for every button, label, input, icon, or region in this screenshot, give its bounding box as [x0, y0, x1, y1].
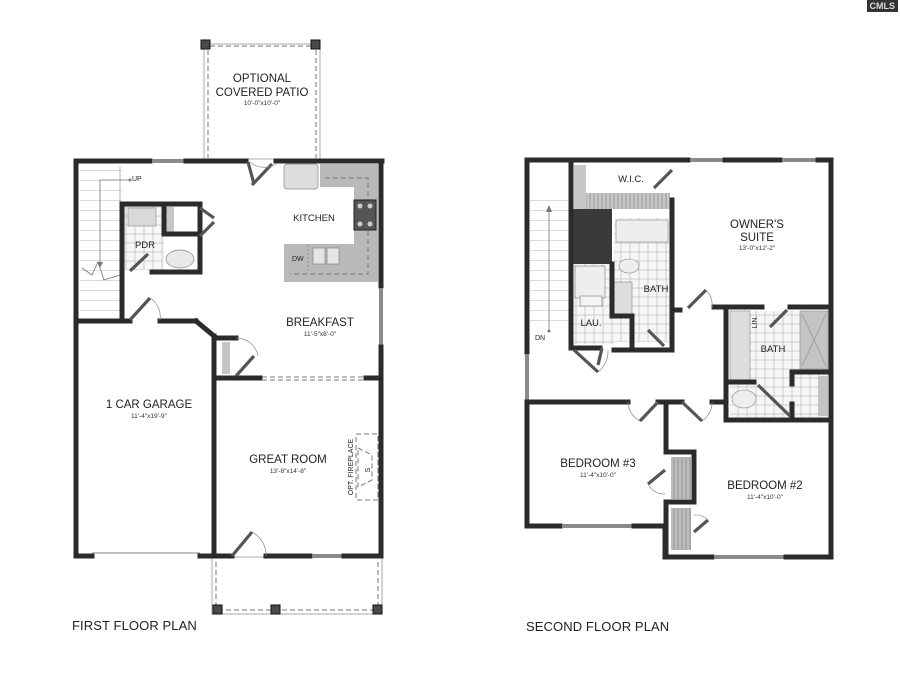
range-icon	[353, 199, 377, 231]
bedroom-2-dims: 11'-4"x10'-0"	[747, 494, 784, 501]
linen-label: LIN.	[752, 316, 759, 329]
watermark-logo: CMLS	[866, 0, 898, 12]
bedroom-3-label: BEDROOM #3	[560, 458, 635, 470]
first-floor-walls	[73, 158, 385, 559]
breakfast-dims: 11'-5"x8'-0"	[304, 331, 337, 338]
toilet-icon	[731, 389, 757, 409]
chase	[572, 209, 612, 264]
kitchen-counters	[283, 163, 378, 282]
fireplace-label: OPT. FIREPLACE	[348, 438, 355, 495]
patio-label: OPTIONAL	[233, 73, 292, 85]
optional-covered-patio	[200, 39, 321, 160]
stairs-up-label: UP	[132, 176, 142, 183]
garage-dims: 11'-4"x19'-9"	[131, 413, 168, 420]
great-room-label: GREAT ROOM	[249, 454, 327, 466]
second-floor-doors	[572, 168, 792, 534]
first-floor-plan: S	[73, 39, 385, 615]
second-floor-walls	[524, 157, 834, 560]
owners-suite-label-2: SUITE	[740, 232, 774, 244]
kitchen-label: KITCHEN	[293, 213, 335, 224]
great-room-dims: 13'-8"x14'-8"	[270, 468, 307, 475]
breakfast-label: BREAKFAST	[286, 317, 354, 329]
owners-suite-dims: 13'-0"x12'-2"	[739, 245, 776, 252]
svg-text:S: S	[365, 467, 372, 472]
refrigerator-icon	[283, 163, 319, 190]
front-porch	[211, 556, 383, 615]
dishwasher-label: DW	[292, 256, 304, 263]
stairs-down-label: DN	[535, 335, 545, 342]
second-floor-plan: W.I.C. OWNER'S SUITE 13'-0"x12'-2" BATH …	[524, 157, 834, 560]
wic-label: W.I.C.	[618, 174, 644, 185]
second-floor-plan-title: SECOND FLOOR PLAN	[526, 619, 670, 634]
bathtub-icon	[615, 219, 669, 243]
owners-suite-label: OWNER'S	[730, 219, 784, 231]
bedroom-3-dims: 11'-4"x10'-0"	[580, 472, 617, 479]
optional-fireplace: S	[355, 433, 379, 501]
pdr-label: PDR	[135, 240, 155, 251]
owner-bath-label: BATH	[644, 284, 669, 295]
sink-icon	[312, 247, 326, 265]
stairs-down	[530, 200, 570, 333]
closet-shelf	[166, 207, 174, 233]
toilet-icon	[618, 258, 640, 274]
double-vanity-icon	[729, 310, 751, 382]
sink-icon	[127, 207, 157, 227]
vanity-icon	[613, 281, 633, 317]
garage-label: 1 CAR GARAGE	[106, 399, 193, 411]
washer-icon	[574, 265, 606, 299]
toilet-icon	[165, 249, 195, 269]
patio-label-2: COVERED PATIO	[216, 87, 309, 99]
first-floor-doors	[128, 161, 277, 558]
first-floor-plan-title: FIRST FLOOR PLAN	[72, 618, 197, 633]
bedroom-2-label: BEDROOM #2	[727, 480, 802, 492]
patio-dims: 10'-0"x10'-0"	[244, 100, 281, 107]
hall-bath-label: BATH	[761, 344, 786, 355]
laundry-label: LAU.	[580, 318, 601, 329]
